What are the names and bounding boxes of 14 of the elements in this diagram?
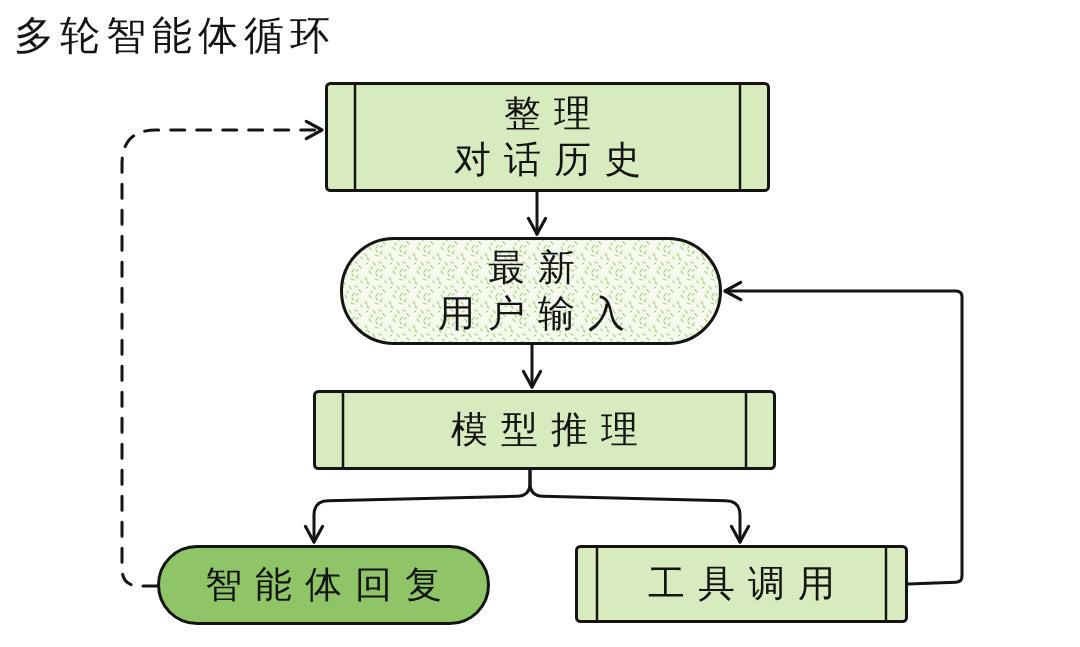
step-label: 工具调用 <box>647 561 848 607</box>
arrow <box>120 119 324 588</box>
arrow <box>723 280 964 586</box>
step-label: 最新用户输入 <box>436 245 639 337</box>
arrow <box>521 343 543 389</box>
process-box <box>325 82 770 192</box>
step-label: 智能体回复 <box>204 562 455 608</box>
arrow <box>526 190 548 236</box>
arrow <box>528 468 751 544</box>
process-box <box>313 390 776 470</box>
step-label: 模型推理 <box>450 407 651 453</box>
title: 多轮智能体循环 <box>14 11 336 60</box>
step-label: 整理对话历史 <box>453 91 655 183</box>
process-box <box>575 545 908 623</box>
